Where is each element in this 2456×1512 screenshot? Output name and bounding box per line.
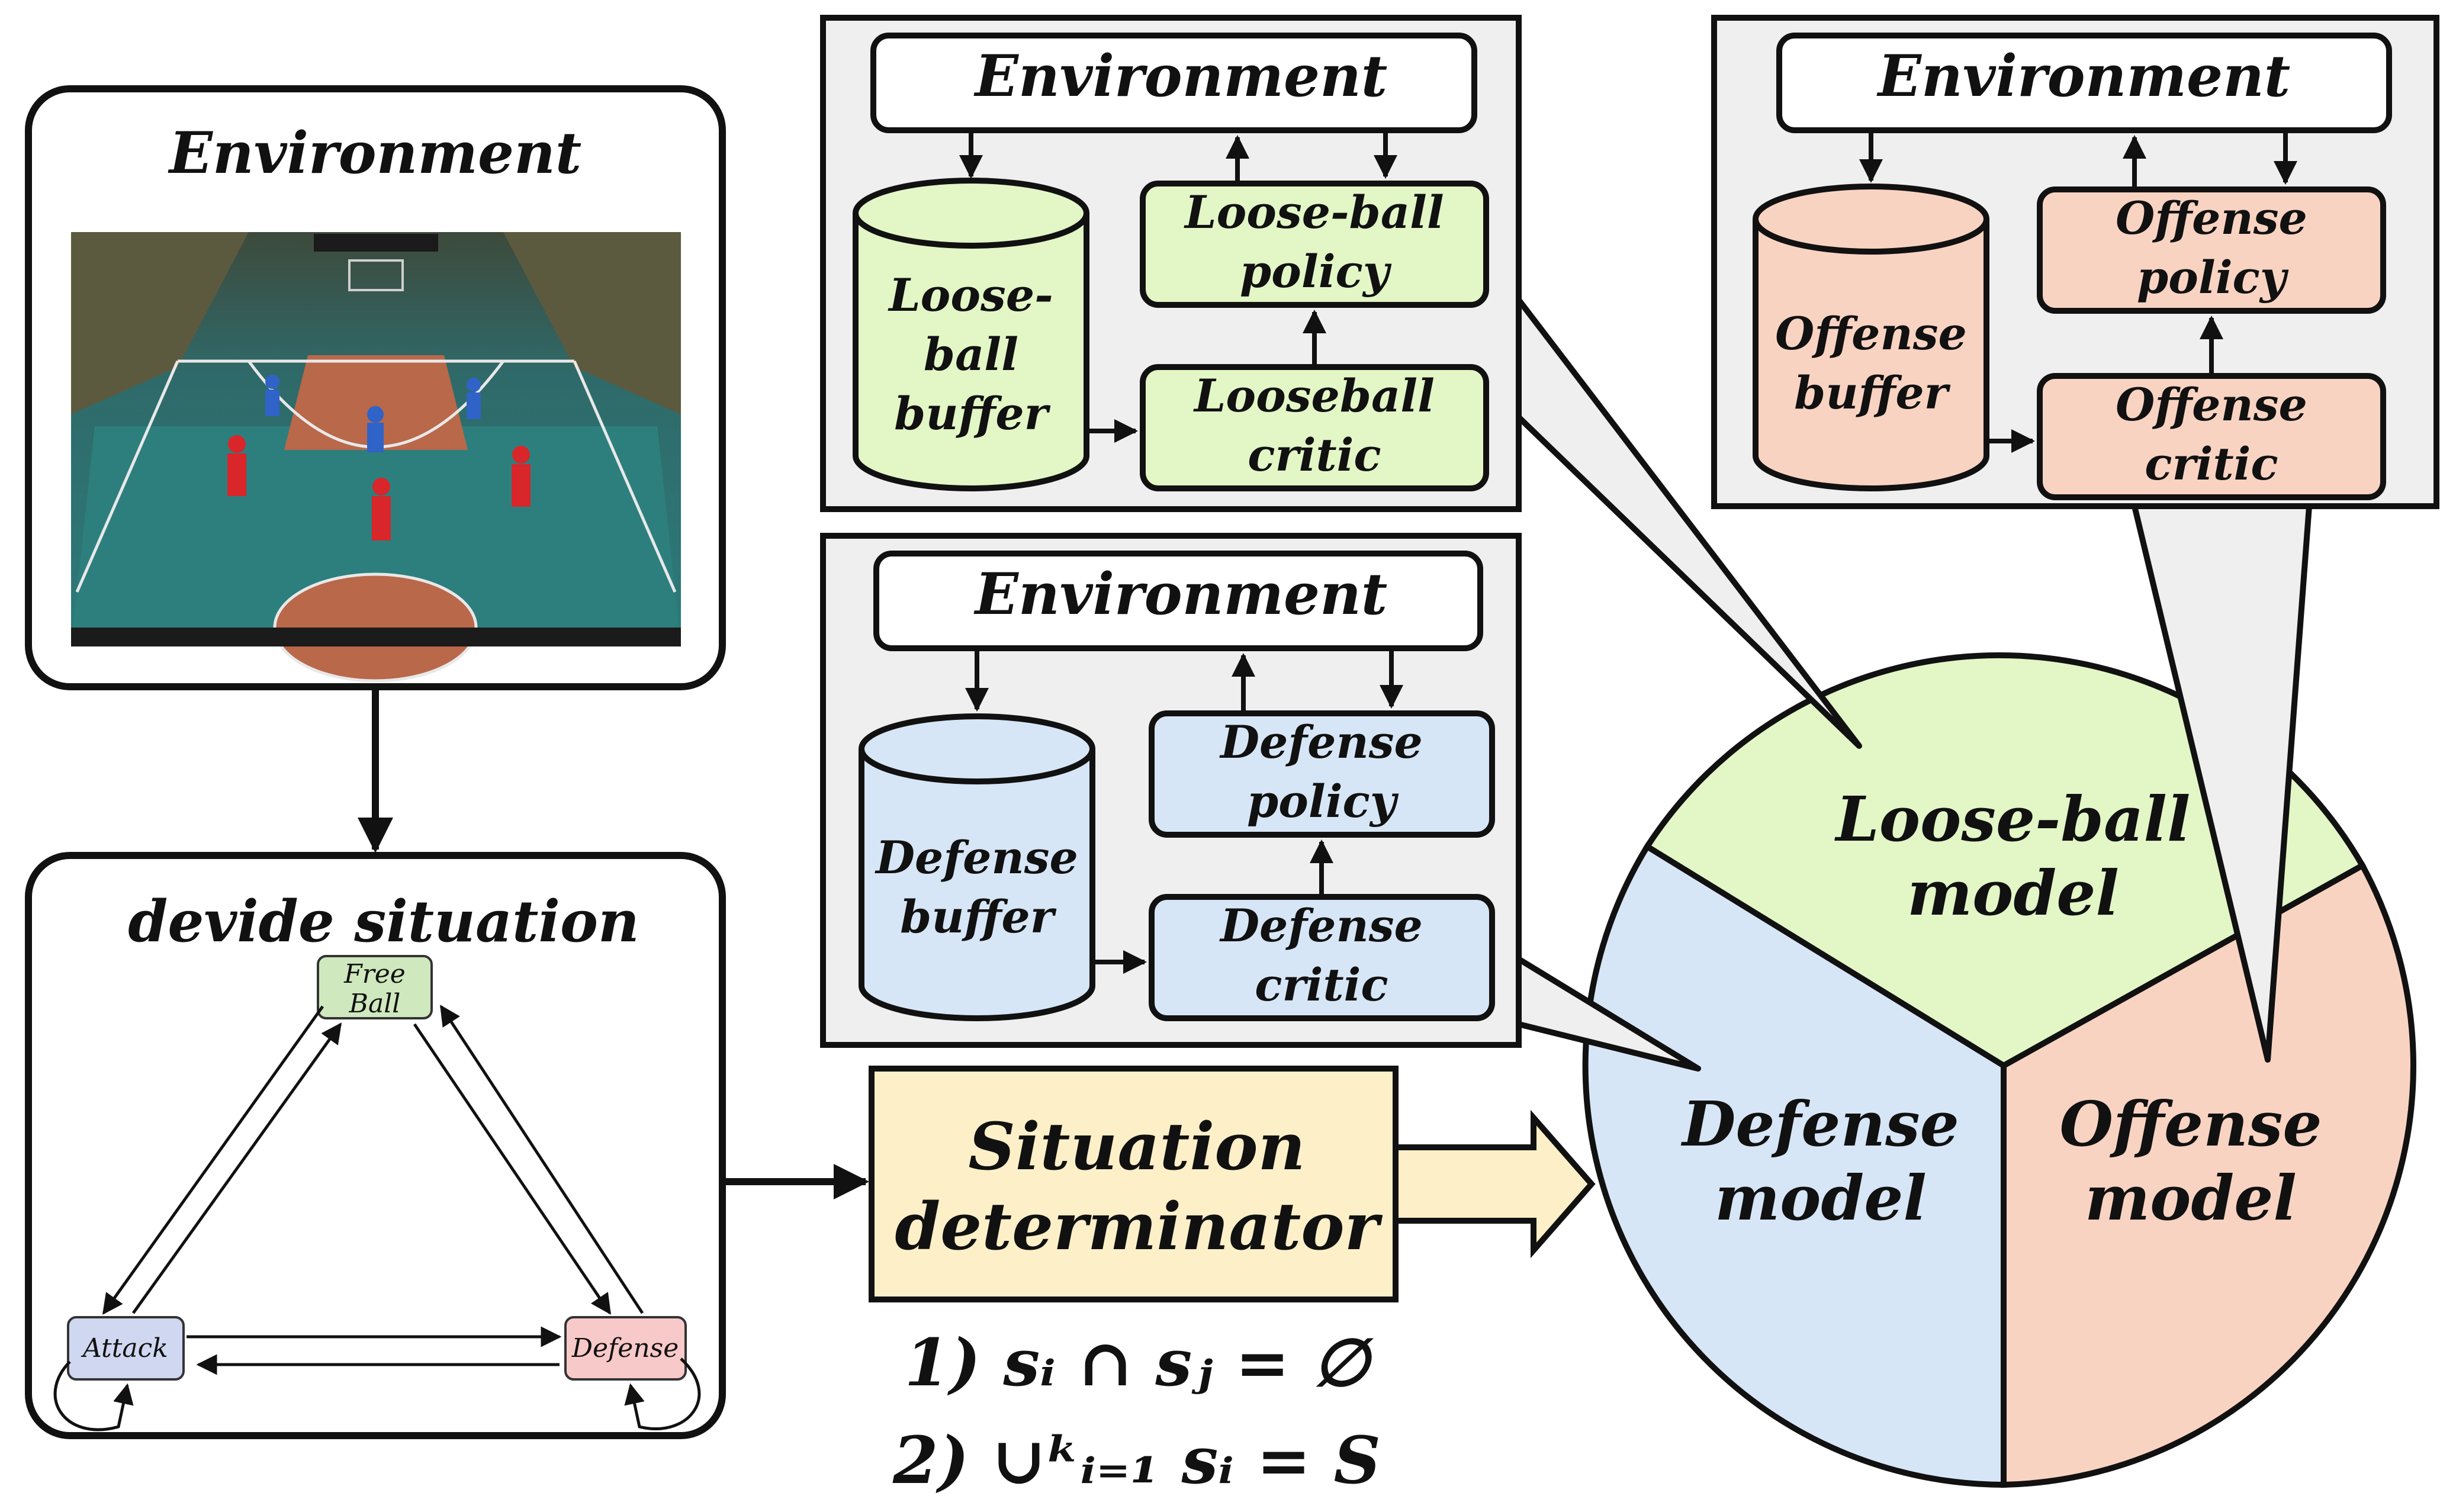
defense-critic: Defense critic	[1149, 894, 1495, 1021]
loose-ball-buffer: Loose- ball buffer	[853, 178, 1089, 491]
svg-text:Loose-: Loose-	[888, 269, 1053, 321]
loose-ball-policy: Loose-ball policy	[1140, 181, 1489, 308]
offense-panel: Environment Offense buffer Offense polic…	[1711, 15, 2439, 509]
svg-text:determinator: determinator	[895, 1188, 1383, 1265]
svg-text:Situation: Situation	[968, 1108, 1305, 1185]
svg-text:Looseball: Looseball	[1193, 369, 1435, 422]
state-transition-arrows	[53, 1005, 701, 1431]
player-red	[227, 435, 531, 541]
offense-critic: Offense critic	[2037, 373, 2386, 500]
defense-panel: Environment Defense buffer Defense polic…	[820, 533, 1522, 1048]
svg-text:Offense: Offense	[1775, 307, 1967, 360]
offense-buffer: Offense buffer	[1753, 184, 1989, 491]
pie-slice-offense	[2001, 861, 2416, 1488]
svg-text:Loose-ball: Loose-ball	[1184, 186, 1444, 239]
svg-text:Defense: Defense	[571, 1333, 679, 1363]
state-free-ball: Free Ball	[317, 955, 433, 1019]
defense-panel-arrows	[965, 648, 1403, 974]
svg-text:Defense: Defense	[1219, 716, 1423, 768]
svg-text:buffer: buffer	[1794, 366, 1951, 419]
loose-ball-critic: Looseball critic	[1140, 364, 1489, 491]
svg-text:policy: policy	[2137, 251, 2289, 304]
svg-text:Defense: Defense	[1680, 1088, 1959, 1160]
svg-text:Loose-ball: Loose-ball	[1834, 783, 2191, 855]
svg-text:Defense: Defense	[875, 831, 1078, 884]
offense-policy: Offense policy	[2037, 186, 2386, 314]
defense-buffer: Defense buffer	[859, 713, 1095, 1021]
loose-ball-panel: Environment Loose- ball buffer Loose-bal…	[820, 15, 1522, 512]
environment-box: Environment	[25, 85, 726, 690]
svg-text:Defense: Defense	[1219, 899, 1423, 952]
svg-text:model: model	[2085, 1162, 2297, 1234]
svg-text:Attack: Attack	[81, 1333, 168, 1363]
svg-text:critic: critic	[2145, 437, 2278, 490]
svg-text:model: model	[1907, 857, 2119, 929]
devide-situation-title: devide situation	[128, 888, 639, 955]
state-defense: Defense	[564, 1316, 687, 1381]
svg-text:Offense: Offense	[2116, 192, 2307, 245]
svg-text:Offense: Offense	[2116, 378, 2307, 431]
pie-slice-defense	[1582, 842, 2007, 1488]
callout-pointers	[1513, 293, 2312, 1072]
game-screenshot	[71, 232, 681, 683]
offense-panel-arrows	[1859, 130, 2297, 453]
svg-text:model: model	[1715, 1162, 1927, 1234]
situation-determinator: Situation determinator	[869, 1066, 1399, 1302]
svg-text:Environment: Environment	[1876, 43, 2290, 110]
devide-situation-box: devide situation Free Ball Attack Defens…	[25, 852, 726, 1439]
player-blue	[265, 375, 481, 452]
svg-text:ball: ball	[924, 328, 1018, 381]
svg-text:Free: Free	[343, 959, 406, 989]
svg-text:Environment: Environment	[973, 43, 1387, 110]
svg-text:policy: policy	[1240, 245, 1392, 298]
svg-text:Ball: Ball	[349, 989, 401, 1019]
state-attack: Attack	[67, 1316, 185, 1381]
svg-text:critic: critic	[1255, 958, 1388, 1011]
equation-1: 1) sᵢ ∩ sⱼ = ∅	[905, 1324, 1374, 1401]
model-pie	[1582, 652, 2416, 1488]
loose-panel-arrows	[959, 130, 1397, 443]
environment-title: Environment	[168, 120, 581, 186]
equation-2: 2) ∪ᵏᵢ₌₁ sᵢ = S	[892, 1422, 1381, 1498]
big-arrow-determinator-to-models	[1393, 1109, 1596, 1259]
svg-text:Environment: Environment	[973, 561, 1387, 628]
svg-text:policy: policy	[1247, 775, 1399, 828]
defense-policy: Defense policy	[1149, 710, 1495, 838]
svg-text:buffer: buffer	[900, 890, 1057, 943]
svg-text:critic: critic	[1248, 429, 1381, 481]
svg-text:Offense: Offense	[2059, 1088, 2322, 1160]
svg-text:buffer: buffer	[894, 387, 1051, 440]
